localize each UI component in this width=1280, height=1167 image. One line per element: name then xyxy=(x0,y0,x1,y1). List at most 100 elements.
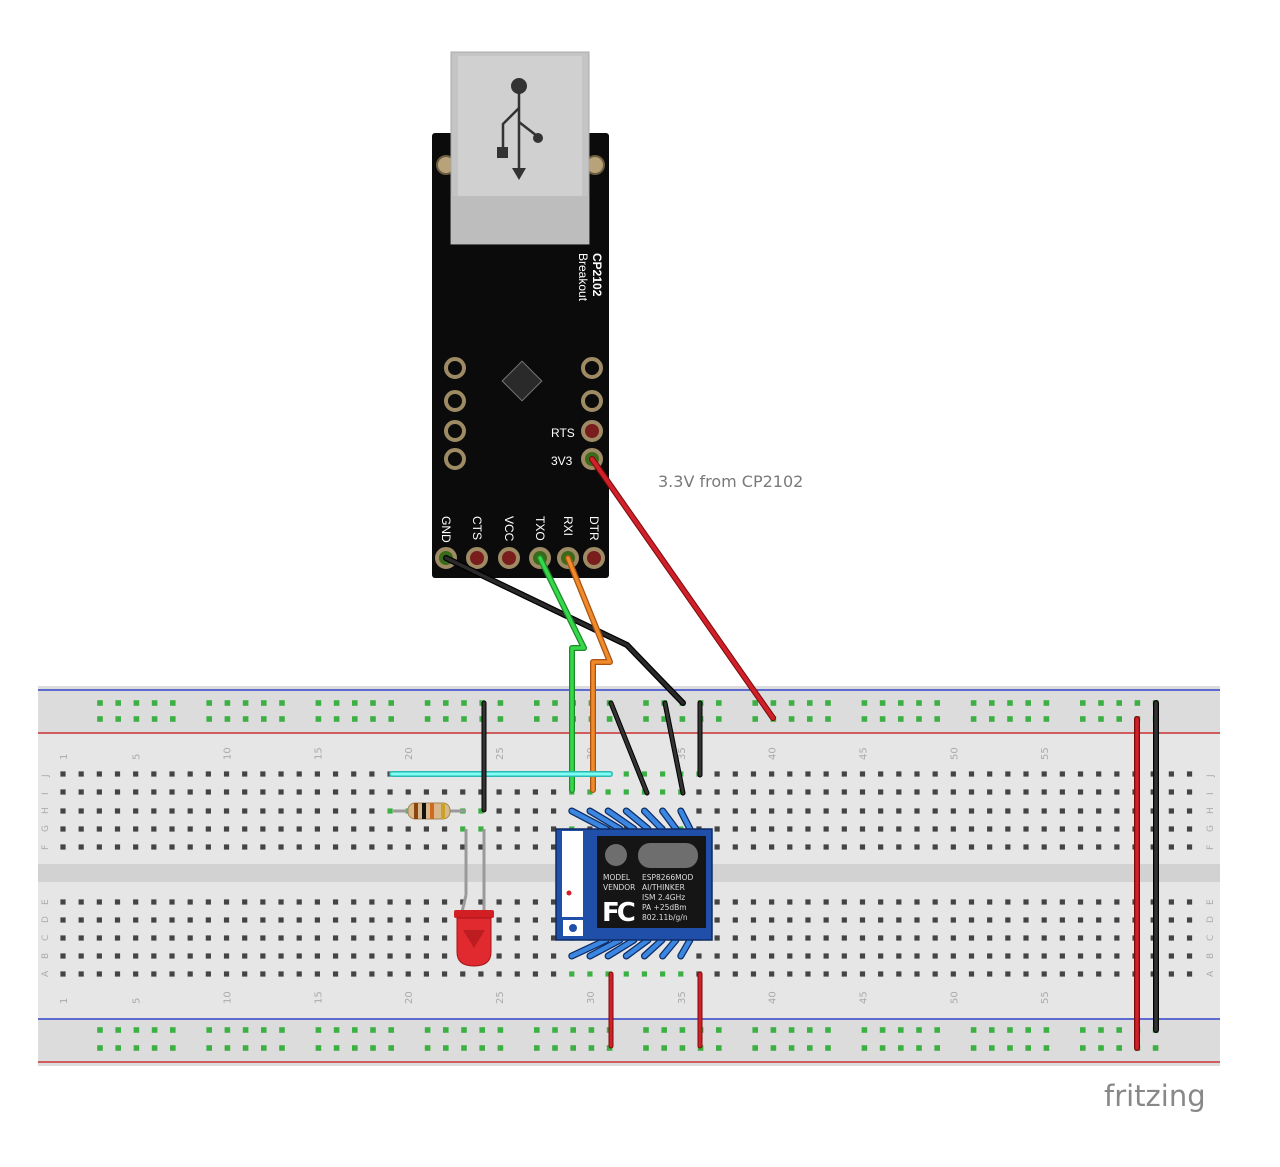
rail-hole xyxy=(879,700,886,706)
breadboard-hole xyxy=(932,789,938,795)
breadboard-hole xyxy=(805,808,811,814)
breadboard-hole xyxy=(1041,808,1047,814)
breadboard-hole xyxy=(696,953,702,959)
breadboard-hole xyxy=(805,953,811,959)
breadboard-hole xyxy=(478,899,484,905)
breadboard-hole xyxy=(732,808,738,814)
rail-hole xyxy=(989,1045,995,1051)
breadboard-hole xyxy=(496,808,502,814)
breadboard-hole xyxy=(296,971,302,977)
breadboard-hole xyxy=(968,844,975,850)
breakout-title-line1: CP2102 xyxy=(590,253,604,297)
breadboard-hole xyxy=(314,826,320,832)
breadboard-hole xyxy=(1023,935,1029,941)
fritzing-logo: fritzing xyxy=(1104,1079,1206,1113)
breadboard-hole xyxy=(496,789,502,795)
breadboard-hole xyxy=(60,826,66,832)
breadboard-hole xyxy=(405,953,411,959)
breadboard-hole xyxy=(732,935,738,941)
breadboard-hole xyxy=(133,808,139,814)
breadboard-hole xyxy=(441,935,448,941)
breadboard-hole xyxy=(114,917,121,923)
rail-hole xyxy=(716,1045,722,1051)
esp-leg xyxy=(587,937,623,959)
breadboard-hole xyxy=(805,935,811,941)
rail-hole xyxy=(352,1045,358,1051)
rail-hole xyxy=(1007,1045,1013,1051)
breadboard-hole xyxy=(151,917,157,923)
rail-hole xyxy=(1098,1027,1104,1033)
breadboard-hole xyxy=(550,789,557,795)
breadboard-hole xyxy=(823,899,829,905)
rail-hole xyxy=(879,1027,886,1033)
breadboard-hole xyxy=(78,953,84,959)
breadboard-hole xyxy=(278,899,284,905)
breadboard-hole xyxy=(1041,899,1047,905)
breadboard-hole xyxy=(332,935,339,941)
rts-pin xyxy=(581,420,603,442)
breadboard-hole xyxy=(369,789,375,795)
breadboard-hole xyxy=(351,789,357,795)
rail-hole xyxy=(133,1027,140,1033)
rail-hole xyxy=(315,716,322,722)
pin-label-vcc: VCC xyxy=(502,516,516,542)
rail-hole xyxy=(333,1045,340,1051)
breadboard-hole xyxy=(1005,826,1011,832)
breadboard-hole xyxy=(332,826,339,832)
breadboard-hole xyxy=(732,953,738,959)
breadboard-hole xyxy=(823,935,829,941)
breadboard-hole xyxy=(968,899,975,905)
breadboard-hole xyxy=(1077,808,1084,814)
breadboard-hole xyxy=(805,789,811,795)
breadboard-hole xyxy=(1059,826,1065,832)
left-header-pins xyxy=(444,357,466,470)
breadboard-hole xyxy=(1023,789,1029,795)
breadboard-hole xyxy=(96,953,102,959)
breadboard-hole xyxy=(714,899,720,905)
breadboard-hole xyxy=(1041,917,1047,923)
breadboard-hole xyxy=(151,808,157,814)
breadboard-hole xyxy=(223,771,230,777)
rail-hole xyxy=(424,700,431,706)
breadboard-hole xyxy=(514,971,520,977)
bottom-header-pins xyxy=(435,547,605,569)
breadboard-hole xyxy=(278,826,284,832)
breadboard-hole xyxy=(169,899,175,905)
rail-hole xyxy=(661,1045,667,1051)
esp-vendor-label: VENDOR xyxy=(603,883,635,892)
breadboard-hole xyxy=(587,789,593,795)
breadboard-hole xyxy=(623,971,629,977)
breadboard-hole xyxy=(441,917,448,923)
resistor xyxy=(393,802,466,820)
rail-hole xyxy=(443,1045,449,1051)
esp-model-value: ESP8266MOD xyxy=(642,873,693,882)
breadboard-hole xyxy=(405,789,411,795)
breadboard-hole xyxy=(841,971,847,977)
breadboard-hole xyxy=(769,771,775,777)
breadboard-hole xyxy=(460,789,466,795)
rail-hole xyxy=(279,716,285,722)
breadboard-hole xyxy=(514,935,520,941)
breadboard-hole xyxy=(769,808,775,814)
esp-leg xyxy=(660,808,679,832)
breadboard-hole xyxy=(859,917,866,923)
column-number: 50 xyxy=(949,991,960,1004)
breadboard-hole xyxy=(278,953,284,959)
breadboard-hole xyxy=(133,899,139,905)
rail-hole xyxy=(242,1045,249,1051)
rail-hole xyxy=(170,716,176,722)
breadboard-hole xyxy=(841,844,847,850)
rail-hole xyxy=(788,1027,795,1033)
breadboard-hole xyxy=(805,771,811,777)
breadboard-hole xyxy=(423,826,429,832)
breadboard-hole xyxy=(405,971,411,977)
breadboard-hole xyxy=(1077,917,1084,923)
breadboard-hole xyxy=(823,971,829,977)
breadboard-hole xyxy=(405,826,411,832)
breadboard-hole xyxy=(314,935,320,941)
breadboard-hole xyxy=(823,808,829,814)
breadboard-hole xyxy=(187,917,193,923)
rail-hole xyxy=(388,1027,394,1033)
breadboard-hole xyxy=(114,844,121,850)
breadboard-hole xyxy=(950,971,956,977)
